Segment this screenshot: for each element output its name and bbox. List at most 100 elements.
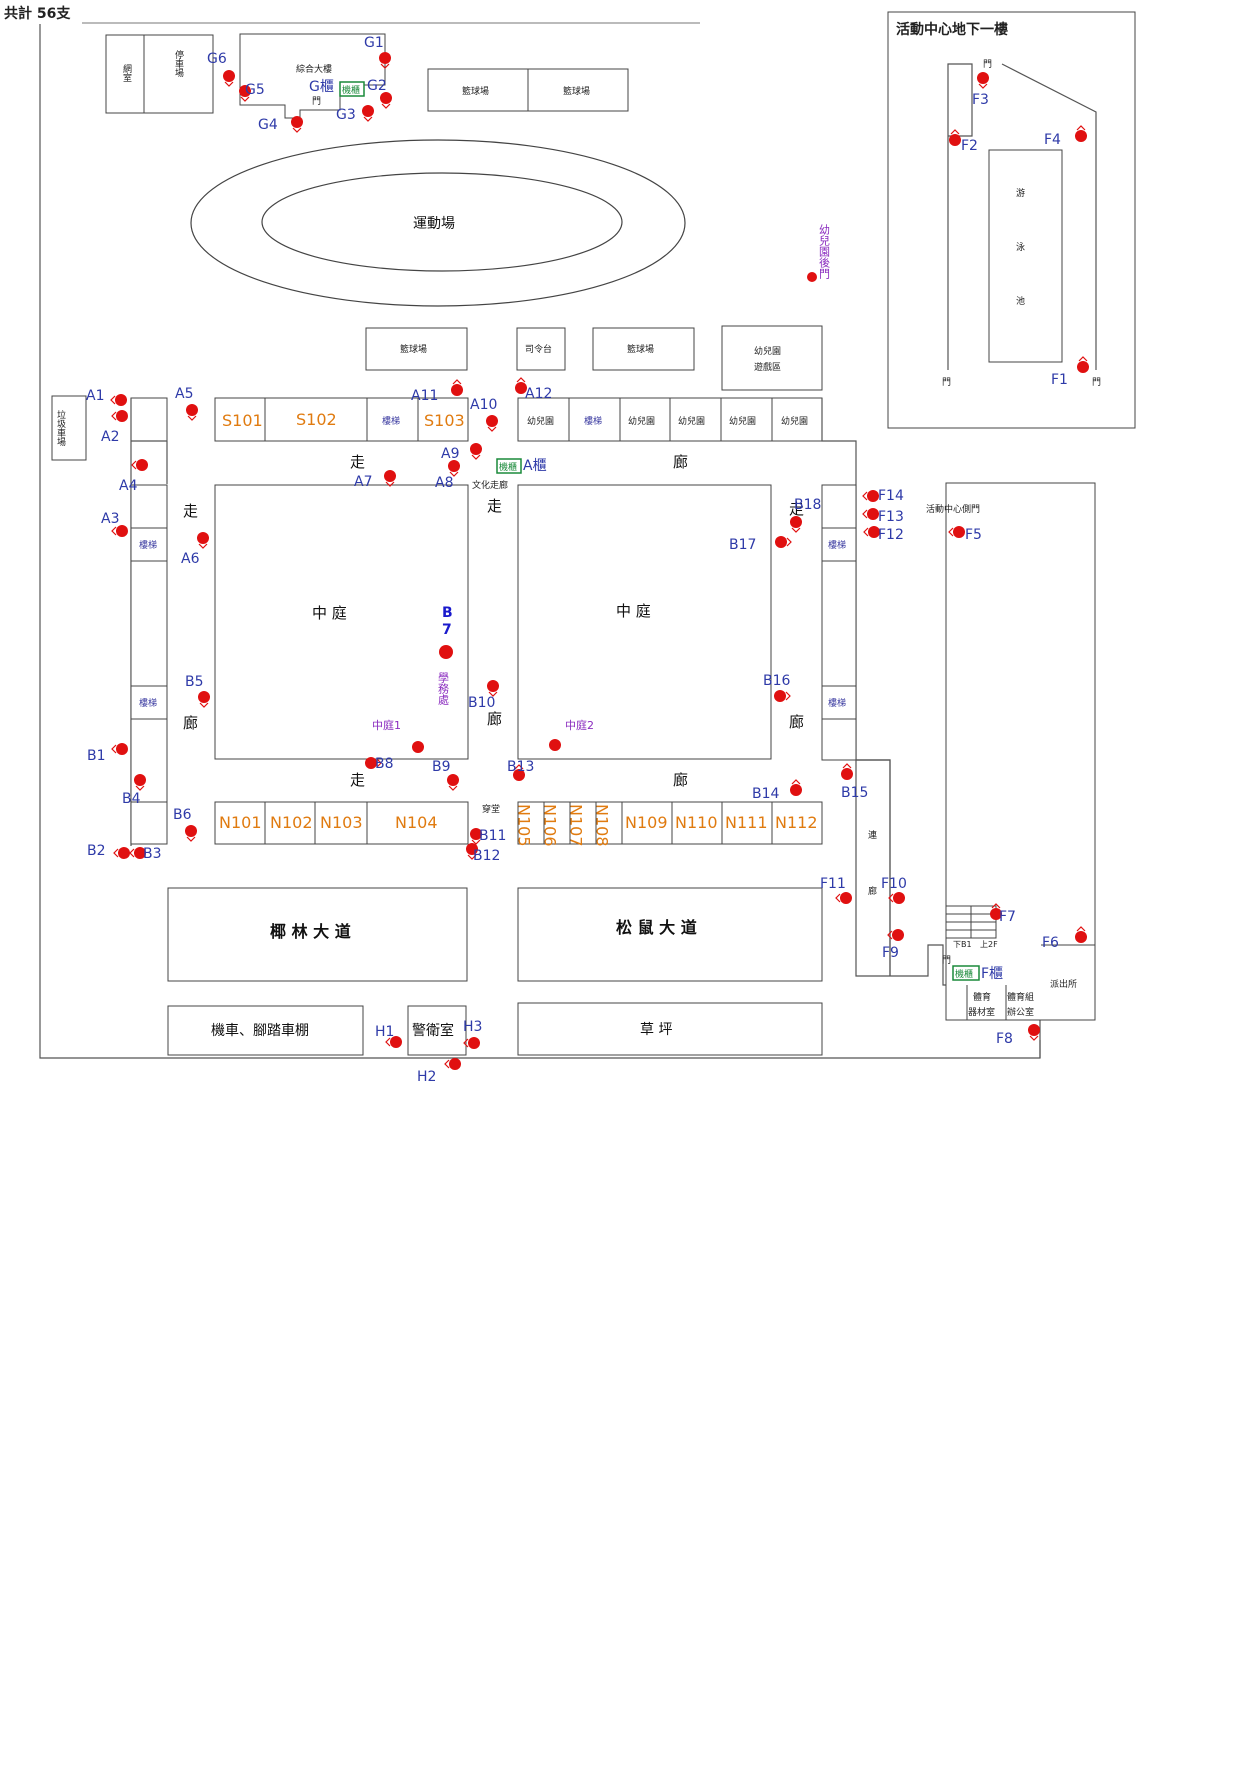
camera-a3-marker[interactable]	[116, 525, 128, 537]
camera-h3-marker[interactable]	[468, 1037, 480, 1049]
camera-a11-marker[interactable]	[451, 384, 463, 396]
down-b1-label: 下B1	[953, 940, 972, 949]
camera-a4-marker[interactable]	[136, 459, 148, 471]
camera-f9-marker[interactable]	[892, 929, 904, 941]
camera-b4-label: B4	[122, 791, 141, 807]
camera-a1-label: A1	[86, 388, 104, 404]
camera-b9-label: B9	[432, 759, 451, 775]
camera-b7-marker[interactable]	[439, 645, 453, 659]
kindergarten-play-label-2: 遊戲區	[754, 361, 781, 373]
camera-h2-marker[interactable]	[449, 1058, 461, 1070]
courtyard1-marker[interactable]	[412, 741, 424, 753]
camera-b5-marker[interactable]	[198, 691, 210, 703]
camera-b2-marker[interactable]	[118, 847, 130, 859]
camera-g1-label: G1	[364, 35, 384, 51]
corridor-lang-3: 廊	[487, 710, 502, 728]
camera-a1-direction-icon	[110, 395, 116, 405]
camera-a1-marker[interactable]	[115, 394, 127, 406]
cabinet-f-text: 機櫃	[955, 968, 973, 980]
corridor-lang-1: 廊	[673, 453, 688, 471]
camera-b3-marker[interactable]	[134, 847, 146, 859]
camera-g3-label: G3	[336, 107, 356, 123]
camera-f10-marker[interactable]	[893, 892, 905, 904]
courtyard2-marker[interactable]	[549, 739, 561, 751]
camera-f13-marker[interactable]	[867, 508, 879, 520]
south-classroom-block	[214, 397, 469, 442]
corridor-walk-3: 走	[487, 497, 502, 515]
camera-b4-marker[interactable]	[134, 774, 146, 786]
camera-b3-direction-icon	[129, 848, 135, 858]
camera-b16-direction-icon	[785, 691, 791, 701]
camera-f3-marker[interactable]	[977, 72, 989, 84]
camera-g3-direction-icon	[363, 116, 373, 122]
camera-f12-marker[interactable]	[868, 526, 880, 538]
classroom-n102: N102	[270, 813, 313, 832]
east-stairs-2	[821, 685, 857, 720]
camera-a10-marker[interactable]	[486, 415, 498, 427]
camera-a2-marker[interactable]	[116, 410, 128, 422]
camera-a7-marker[interactable]	[384, 470, 396, 482]
camera-f6-marker[interactable]	[1075, 931, 1087, 943]
cabinet-g-box	[339, 81, 365, 97]
camera-a10-direction-icon	[487, 426, 497, 432]
camera-b13-marker[interactable]	[513, 769, 525, 781]
camera-b10-marker[interactable]	[487, 680, 499, 692]
camera-f5-marker[interactable]	[953, 526, 965, 538]
track-inner	[261, 172, 623, 272]
camera-g5-marker[interactable]	[239, 85, 251, 97]
pool-char-2: 泳	[1016, 241, 1025, 253]
camera-b18-marker[interactable]	[790, 516, 802, 528]
camera-b6-marker[interactable]	[185, 825, 197, 837]
camera-b5-direction-icon	[199, 702, 209, 708]
camera-g4-label: G4	[258, 117, 278, 133]
camera-b15-marker[interactable]	[841, 768, 853, 780]
pe-equipment-label-2: 器材室	[968, 1006, 995, 1018]
camera-f11-marker[interactable]	[840, 892, 852, 904]
camera-g1-marker[interactable]	[379, 52, 391, 64]
camera-b2-direction-icon	[113, 848, 119, 858]
camera-b16-marker[interactable]	[774, 690, 786, 702]
camera-b1-marker[interactable]	[116, 743, 128, 755]
basketball-court-top-2	[527, 68, 629, 112]
camera-f7-marker[interactable]	[990, 908, 1002, 920]
camera-g2-marker[interactable]	[380, 92, 392, 104]
camera-b9-marker[interactable]	[447, 774, 459, 786]
west-stairs-2-label: 樓梯	[139, 697, 157, 709]
camera-a9-marker[interactable]	[470, 443, 482, 455]
courtyard1-label: 中庭1	[372, 718, 401, 732]
camera-f1-direction-icon	[1078, 356, 1088, 362]
camera-f4-marker[interactable]	[1075, 130, 1087, 142]
camera-h1-marker[interactable]	[390, 1036, 402, 1048]
camera-f8-marker[interactable]	[1028, 1024, 1040, 1036]
camera-b11-marker[interactable]	[470, 828, 482, 840]
camera-a5-marker[interactable]	[186, 404, 198, 416]
cabinet-a-text: 機櫃	[499, 461, 517, 473]
camera-g3-marker[interactable]	[362, 105, 374, 117]
camera-f2-marker[interactable]	[949, 134, 961, 146]
nw-corner-room	[130, 801, 168, 845]
camera-a6-marker[interactable]	[197, 532, 209, 544]
kindergarten-back-gate-marker[interactable]	[807, 272, 817, 282]
camera-a9-direction-icon	[471, 454, 481, 460]
yelin-boulevard-label: 椰 林 大 道	[270, 922, 351, 941]
camera-f1-label: F1	[1051, 372, 1068, 388]
bike-shed	[167, 1005, 364, 1056]
camera-g6-marker[interactable]	[223, 70, 235, 82]
camera-h2-direction-icon	[444, 1059, 450, 1069]
camera-a8-marker[interactable]	[448, 460, 460, 472]
camera-b8-marker[interactable]	[365, 757, 377, 769]
camera-b12-marker[interactable]	[466, 843, 478, 855]
camera-b17-marker[interactable]	[775, 536, 787, 548]
camera-f1-marker[interactable]	[1077, 361, 1089, 373]
camera-g4-marker[interactable]	[291, 116, 303, 128]
net-room-label: 網室	[121, 63, 132, 82]
camera-g2-label: G2	[367, 78, 387, 94]
camera-a12-marker[interactable]	[515, 382, 527, 394]
camera-f14-marker[interactable]	[867, 490, 879, 502]
camera-b14-marker[interactable]	[790, 784, 802, 796]
classroom-n104: N104	[395, 813, 438, 832]
camera-b3-label: B3	[143, 846, 162, 862]
trash-label: 垃圾車場	[55, 409, 66, 447]
west-stairs-1	[130, 527, 168, 562]
